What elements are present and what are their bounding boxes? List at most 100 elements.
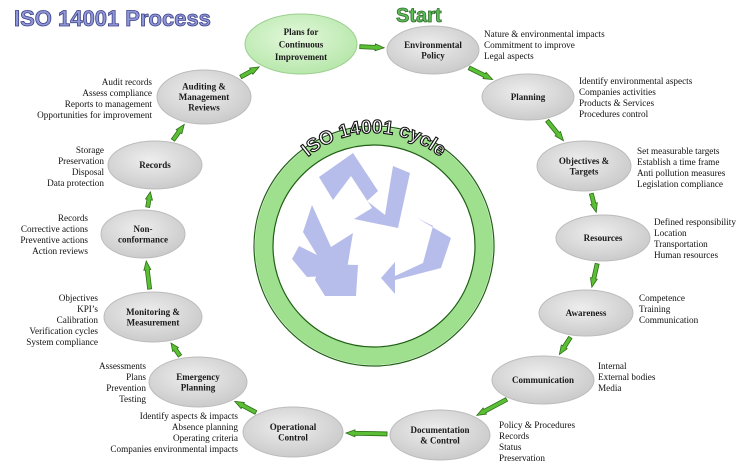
note-objectives-item: Legislation compliance [637, 179, 723, 189]
note-emergency-item: Testing [119, 394, 146, 404]
note-documentation-item: Preservation [499, 453, 545, 463]
note-operational-item: Companies environmental impacts [110, 444, 238, 454]
notes-documentation: Policy & ProceduresRecordsStatusPreserva… [499, 420, 575, 463]
arrow-shape [589, 262, 600, 289]
connector-arrows [143, 43, 600, 438]
note-documentation-item: Records [499, 431, 530, 441]
node-policy-shape [386, 25, 480, 75]
note-planning-item: Procedures control [579, 109, 649, 119]
arrow-plans-to-policy [359, 43, 386, 52]
note-nonconformance-item: Preventive actions [20, 235, 88, 245]
node-planning-label: Planning [511, 92, 546, 102]
node-operational-label: Control [278, 432, 308, 442]
note-records-item: Preservation [58, 156, 104, 166]
note-auditing-item: Assess compliance [82, 88, 152, 98]
node-documentation-shape [389, 409, 491, 461]
node-objectives: Objectives &Targets [536, 140, 632, 192]
node-plans-label: Improvement [275, 52, 327, 62]
node-communication-label: Communication [512, 375, 574, 385]
arrow-shape [170, 342, 183, 358]
arrow-awareness-to-communication [558, 335, 573, 356]
arrow-communication-to-documentation [475, 397, 509, 416]
arrow-shape [359, 43, 386, 52]
node-monitoring-label: Measurement [127, 317, 180, 327]
note-awareness-item: Communication [639, 315, 699, 325]
node-operational-shape [242, 406, 344, 458]
arrow-shape [143, 259, 153, 290]
node-emergency-shape [148, 356, 248, 408]
note-nonconformance-item: Corrective actions [21, 224, 89, 234]
arrow-shape [144, 190, 153, 208]
node-nonconformance-label: Non- [133, 224, 152, 234]
notes-resources: Defined responsibilityLocationTransporta… [654, 217, 736, 260]
arrow-nonconformance-to-records [144, 190, 153, 208]
node-awareness-shape [538, 289, 634, 337]
node-awareness-label: Awareness [566, 308, 607, 318]
note-planning-item: Companies activities [579, 87, 656, 97]
node-auditing-label: Management [179, 92, 230, 102]
arrow-shape [475, 397, 509, 416]
note-auditing-item: Opportunities for improvement [37, 110, 152, 120]
note-documentation-item: Policy & Procedures [499, 420, 575, 430]
cycle-ring [253, 125, 495, 367]
node-planning: Planning [481, 73, 575, 121]
arrow-shape [170, 123, 185, 142]
node-nonconformance-shape [100, 209, 186, 259]
node-plans-label: Plans for [284, 27, 319, 37]
note-emergency-item: Prevention [106, 383, 146, 393]
node-policy-label: Environmental [404, 40, 462, 50]
node-monitoring: Monitoring &Measurement [103, 291, 203, 343]
note-auditing-item: Reports to management [65, 99, 153, 109]
node-nonconformance: Non-conformance [100, 209, 186, 259]
note-resources-item: Transportation [654, 239, 708, 249]
note-objectives-item: Anti pollution measures [637, 168, 726, 178]
arrow-shape [467, 65, 494, 80]
arrow-operational-to-emergency [233, 400, 258, 415]
arrow-shape [344, 429, 388, 438]
note-nonconformance-item: Action reviews [32, 246, 88, 256]
node-records-label: Records [139, 160, 171, 170]
node-communication-shape [491, 355, 595, 405]
node-emergency-label: Emergency [176, 372, 220, 382]
note-resources-item: Location [654, 228, 687, 238]
note-monitoring-item: System compliance [26, 337, 98, 347]
note-operational-item: Operating criteria [173, 433, 238, 443]
note-objectives-item: Establish a time frame [637, 157, 719, 167]
arrow-records-to-auditing [170, 123, 185, 142]
node-records-shape [107, 140, 203, 190]
arrow-shape [558, 335, 573, 356]
note-emergency-item: Assessments [99, 361, 146, 371]
note-awareness-item: Competence [639, 293, 685, 303]
node-objectives-label: Objectives & [559, 156, 610, 166]
node-resources: Resources [555, 214, 651, 262]
note-resources-item: Human resources [654, 250, 718, 260]
node-objectives-shape [536, 140, 632, 192]
node-monitoring-shape [103, 291, 203, 343]
note-awareness-item: Training [639, 304, 671, 314]
note-policy-item: Legal aspects [484, 51, 534, 61]
note-records-item: Disposal [72, 167, 105, 177]
arrow-monitoring-to-nonconformance [143, 259, 153, 290]
note-monitoring-item: KPI’s [77, 304, 98, 314]
node-nonconformance-label: conformance [118, 234, 168, 244]
diagram-title: ISO 14001 Process [14, 6, 211, 31]
node-awareness: Awareness [538, 289, 634, 337]
arrow-shape [588, 192, 598, 214]
note-communication-item: External bodies [598, 372, 656, 382]
arrow-shape [233, 400, 258, 415]
node-resources-shape [555, 214, 651, 262]
arrow-documentation-to-operational [344, 429, 388, 438]
note-communication-item: Media [598, 383, 621, 393]
arrow-planning-to-objectives [545, 118, 565, 142]
